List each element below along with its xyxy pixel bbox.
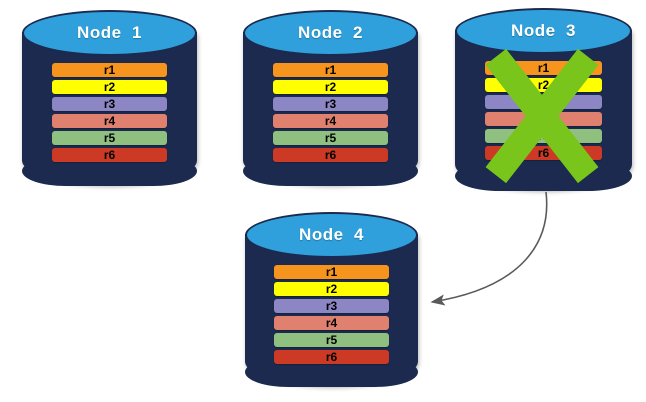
node-4-row-r5[interactable]: r5 — [274, 333, 389, 347]
node-1-row-r2[interactable]: r2 — [51, 80, 168, 94]
node-3-row-r3[interactable]: r3 — [485, 95, 602, 109]
node-2-row-list: r1 r2 r3 r4 r5 r6 — [272, 63, 389, 162]
node-4-row-r3[interactable]: r3 — [274, 299, 389, 313]
node-4-row-r1[interactable]: r1 — [274, 265, 389, 279]
node-4-cylinder-top: Node 4 — [245, 212, 418, 258]
node-4-title: Node 4 — [299, 225, 364, 244]
node-4-row-r6[interactable]: r6 — [274, 350, 389, 364]
node-3-row-r1[interactable]: r1 — [485, 61, 602, 75]
node-4[interactable]: r1 r2 r3 r4 r5 r6 Node 4 — [245, 212, 418, 387]
node-2-title: Node 2 — [298, 23, 363, 42]
node-3-row-r6[interactable]: r6 — [485, 146, 602, 160]
node-3[interactable]: r1 r2 r3 r4 r5 r6 Node 3 — [455, 8, 632, 191]
node-4-row-list: r1 r2 r3 r4 r5 r6 — [274, 265, 389, 364]
node-1-cylinder-top: Node 1 — [22, 10, 197, 56]
node-2[interactable]: r1 r2 r3 r4 r5 r6 Node 2 — [243, 10, 418, 186]
node-3-row-r4[interactable]: r4 — [485, 112, 602, 126]
node-2-row-r2[interactable]: r2 — [272, 80, 389, 94]
node-2-row-r6[interactable]: r6 — [272, 148, 389, 162]
node-2-cylinder-top: Node 2 — [243, 10, 418, 56]
node-3-row-r5[interactable]: r5 — [485, 129, 602, 143]
node-4-row-r2[interactable]: r2 — [274, 282, 389, 296]
node-3-row-list: r1 r2 r3 r4 r5 r6 — [485, 61, 602, 160]
node-1-row-r5[interactable]: r5 — [51, 131, 168, 145]
node-3-cylinder-bottom — [455, 161, 632, 191]
node-4-row-r4[interactable]: r4 — [274, 316, 389, 330]
node-2-row-r4[interactable]: r4 — [272, 114, 389, 128]
arrow-node3-to-node4 — [430, 191, 548, 306]
node-3-row-r2[interactable]: r2 — [485, 78, 602, 92]
node-3-title: Node 3 — [511, 21, 576, 40]
node-2-row-r5[interactable]: r5 — [272, 131, 389, 145]
node-2-row-r1[interactable]: r1 — [272, 63, 389, 77]
node-1-row-r1[interactable]: r1 — [51, 63, 168, 77]
node-1-row-list: r1 r2 r3 r4 r5 r6 — [51, 63, 168, 162]
node-1-row-r4[interactable]: r4 — [51, 114, 168, 128]
node-1[interactable]: r1 r2 r3 r4 r5 r6 Node 1 — [22, 10, 197, 186]
node-1-row-r3[interactable]: r3 — [51, 97, 168, 111]
node-1-row-r6[interactable]: r6 — [51, 148, 168, 162]
node-2-row-r3[interactable]: r3 — [272, 97, 389, 111]
node-1-title: Node 1 — [77, 23, 142, 42]
node-3-cylinder-top: Node 3 — [455, 8, 632, 54]
